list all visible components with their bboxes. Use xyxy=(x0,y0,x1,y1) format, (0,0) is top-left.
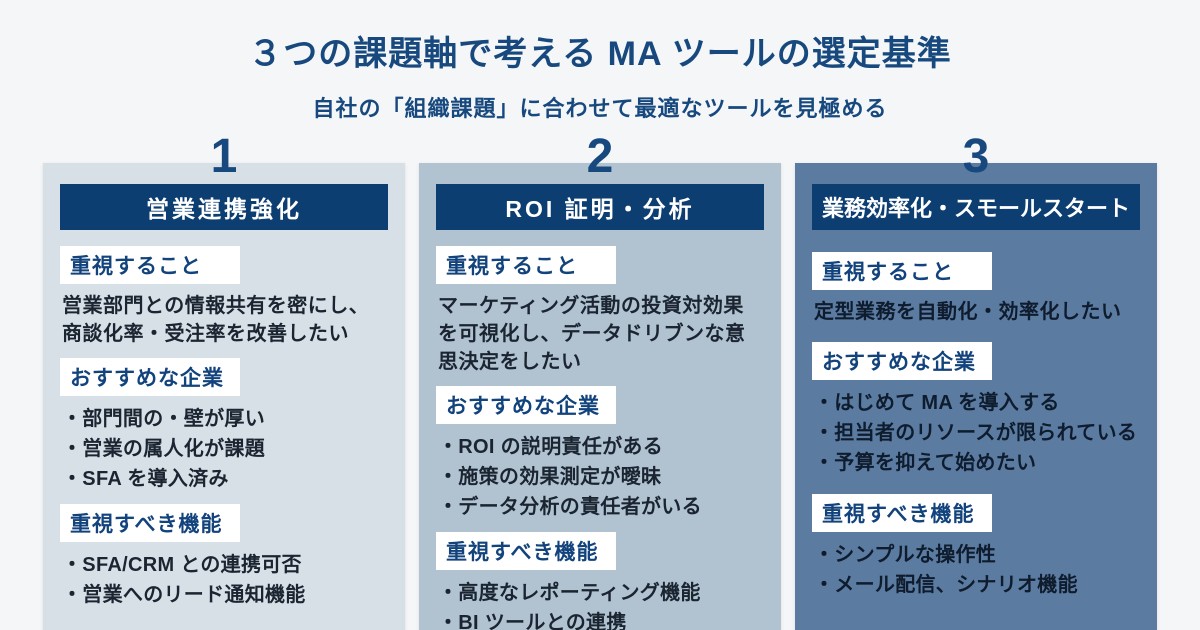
list-item: ・SFA/CRM との連携可否 xyxy=(62,554,302,576)
bullet-list: ・SFA/CRM との連携可否 ・営業へのリード通知機能 xyxy=(60,550,388,610)
list-item: ・BI ツールとの連携 xyxy=(438,612,627,630)
card-title-bar: 営業連携強化 xyxy=(60,184,388,230)
section-label: 重視すべき機能 xyxy=(812,494,992,532)
section-label: 重視すること xyxy=(436,246,616,284)
list-item: ・ROI の説明責任がある xyxy=(438,436,664,458)
section-priority: 重視すること マーケティング活動の投資対効果を可視化し、データドリブンな意思決定… xyxy=(436,246,764,376)
challenge-column-3: 3 業務効率化・スモールスタート 重視すること 定型業務を自動化・効率化したい … xyxy=(795,130,1157,630)
challenge-column-2: 2 ROI 証明・分析 重視すること マーケティング活動の投資対効果を可視化し、… xyxy=(419,130,781,630)
bullet-list: ・部門間の・壁が厚い ・営業の属人化が課題 ・SFA を導入済み xyxy=(60,404,388,494)
list-item: ・データ分析の責任者がいる xyxy=(438,496,702,518)
section-recommended: おすすめな企業 ・部門間の・壁が厚い ・営業の属人化が課題 ・SFA を導入済み xyxy=(60,358,388,494)
bullet-list: ・高度なレポーティング機能 ・BI ツールとの連携 xyxy=(436,578,764,630)
challenge-card-sales: 営業連携強化 重視すること 営業部門との情報共有を密にし、商談化率・受注率を改善… xyxy=(43,163,405,630)
list-item: ・施策の効果測定が曖昧 xyxy=(438,466,662,488)
bullet-list: ・はじめて MA を導入する ・担当者のリソースが限られている ・予算を抑えて始… xyxy=(812,388,1140,478)
list-item: ・部門間の・壁が厚い xyxy=(62,408,265,430)
list-item: ・SFA を導入済み xyxy=(62,468,229,490)
challenge-card-efficiency: 業務効率化・スモールスタート 重視すること 定型業務を自動化・効率化したい おす… xyxy=(795,163,1157,630)
section-recommended: おすすめな企業 ・ROI の説明責任がある ・施策の効果測定が曖昧 ・データ分析… xyxy=(436,386,764,522)
section-paragraph: 営業部門との情報共有を密にし、商談化率・受注率を改善したい xyxy=(62,295,370,345)
card-title-bar: ROI 証明・分析 xyxy=(436,184,764,230)
page-title: ３つの課題軸で考える MA ツールの選定基準 xyxy=(248,35,952,73)
list-item: ・担当者のリソースが限られている xyxy=(814,422,1138,444)
list-item: ・高度なレポーティング機能 xyxy=(438,582,701,604)
list-item: ・営業へのリード通知機能 xyxy=(62,584,306,606)
list-item: ・はじめて MA を導入する xyxy=(814,392,1060,414)
section-paragraph: マーケティング活動の投資対効果を可視化し、データドリブンな意思決定をしたい xyxy=(438,295,746,373)
column-number: 1 xyxy=(210,130,238,183)
section-recommended: おすすめな企業 ・はじめて MA を導入する ・担当者のリソースが限られている … xyxy=(812,336,1140,478)
list-item: ・予算を抑えて始めたい xyxy=(814,452,1037,474)
list-item: ・シンプルな操作性 xyxy=(814,544,997,566)
section-priority: 重視すること 営業部門との情報共有を密にし、商談化率・受注率を改善したい xyxy=(60,246,388,348)
section-label: おすすめな企業 xyxy=(436,386,616,424)
section-features: 重視すべき機能 ・シンプルな操作性 ・メール配信、シナリオ機能 xyxy=(812,488,1140,600)
section-label: 重視すること xyxy=(60,246,240,284)
section-features: 重視すべき機能 ・SFA/CRM との連携可否 ・営業へのリード通知機能 xyxy=(60,504,388,610)
section-priority: 重視すること 定型業務を自動化・効率化したい xyxy=(812,246,1140,326)
bullet-list: ・ROI の説明責任がある ・施策の効果測定が曖昧 ・データ分析の責任者がいる xyxy=(436,432,764,522)
column-number: 2 xyxy=(586,130,614,183)
header-block: ３つの課題軸で考える MA ツールの選定基準 自社の「組織課題」に合わせて最適な… xyxy=(0,0,1200,123)
challenge-columns: 1 営業連携強化 重視すること 営業部門との情報共有を密にし、商談化率・受注率を… xyxy=(43,130,1157,630)
section-label: 重視すべき機能 xyxy=(60,504,240,542)
challenge-card-roi: ROI 証明・分析 重視すること マーケティング活動の投資対効果を可視化し、デー… xyxy=(419,163,781,630)
list-item: ・営業の属人化が課題 xyxy=(62,438,265,460)
page-subtitle: 自社の「組織課題」に合わせて最適なツールを見極める xyxy=(312,96,888,121)
section-label: 重視すべき機能 xyxy=(436,532,616,570)
section-paragraph: 定型業務を自動化・効率化したい xyxy=(814,301,1122,323)
card-title-bar: 業務効率化・スモールスタート xyxy=(812,184,1140,230)
section-label: おすすめな企業 xyxy=(812,342,992,380)
list-item: ・メール配信、シナリオ機能 xyxy=(814,574,1078,596)
section-label: 重視すること xyxy=(812,252,992,290)
section-features: 重視すべき機能 ・高度なレポーティング機能 ・BI ツールとの連携 xyxy=(436,532,764,630)
challenge-column-1: 1 営業連携強化 重視すること 営業部門との情報共有を密にし、商談化率・受注率を… xyxy=(43,130,405,630)
bullet-list: ・シンプルな操作性 ・メール配信、シナリオ機能 xyxy=(812,540,1140,600)
column-number: 3 xyxy=(962,130,990,183)
section-label: おすすめな企業 xyxy=(60,358,240,396)
